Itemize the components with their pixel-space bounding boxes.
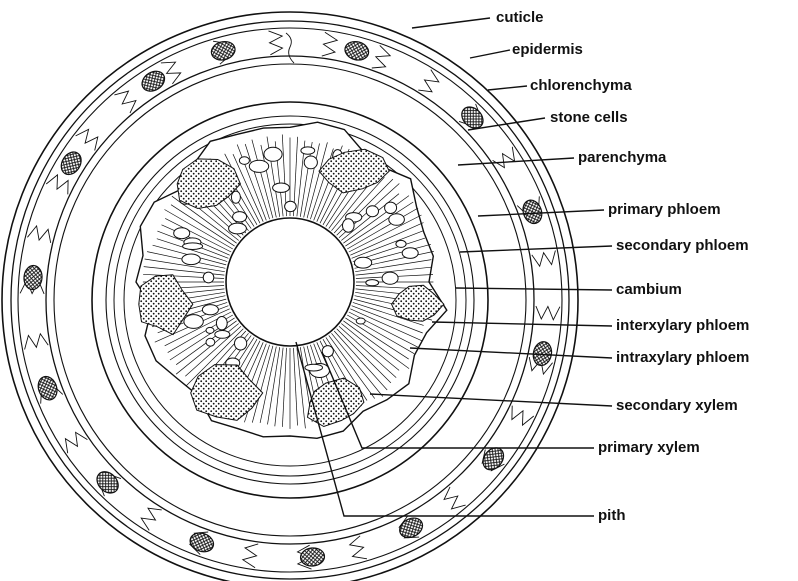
xylem-vessel (366, 206, 378, 217)
label-primary-xylem: primary xylem (598, 439, 700, 456)
xylem-vessel (182, 254, 200, 265)
xylem-vessel (231, 191, 240, 203)
label-cambium: cambium (616, 281, 682, 298)
xylem-vessel (249, 160, 268, 172)
xylem-vessel (301, 147, 315, 154)
xylem-vessel (402, 248, 418, 259)
label-secondary-phloem: secondary phloem (616, 237, 749, 254)
label-interxylary-phloem: interxylary phloem (616, 317, 749, 334)
label-chlorenchyma: chlorenchyma (530, 77, 632, 94)
xylem-vessel (356, 318, 365, 324)
xylem-vessel (206, 338, 215, 346)
label-secondary-xylem: secondary xylem (616, 397, 738, 414)
xylem-vessel (174, 228, 190, 239)
xylem-vessel (239, 157, 249, 165)
leader-cuticle (412, 18, 490, 28)
label-epidermis: epidermis (512, 41, 583, 58)
xylem-vessel (229, 223, 247, 234)
pith (226, 218, 354, 346)
xylem-vessel (285, 201, 297, 211)
label-pith: pith (598, 507, 626, 524)
label-parenchyma: parenchyma (578, 149, 667, 166)
xylem-vessel (343, 219, 355, 232)
xylem-vessel (202, 305, 218, 315)
xylem-vessel (233, 212, 247, 222)
xylem-vessel (382, 272, 398, 284)
xylem-vessel (183, 243, 203, 250)
xylem-vessel (235, 337, 247, 350)
xylem-vessel (215, 331, 230, 339)
xylem-vessel (366, 280, 379, 286)
label-cuticle: cuticle (496, 9, 544, 26)
xylem-vessel (184, 315, 203, 329)
leader-epidermis (470, 50, 510, 58)
xylem-vessel (304, 156, 317, 169)
xylem-vessel (273, 183, 290, 192)
label-primary-phloem: primary phloem (608, 201, 721, 218)
xylem-vessel (396, 240, 406, 247)
label-intraxylary-phloem: intraxylary phloem (616, 349, 749, 366)
xylem-vessel (216, 317, 227, 330)
leader-chlorenchyma (488, 86, 527, 90)
xylem-vessel (206, 327, 214, 333)
xylem-vessel (305, 364, 323, 371)
xylem-vessel (355, 257, 372, 268)
xylem-vessel (389, 214, 405, 226)
label-stone-cells: stone cells (550, 109, 628, 126)
xylem-vessel (203, 272, 214, 283)
xylem-vessel (264, 147, 282, 161)
xylem-vessel (385, 202, 397, 213)
